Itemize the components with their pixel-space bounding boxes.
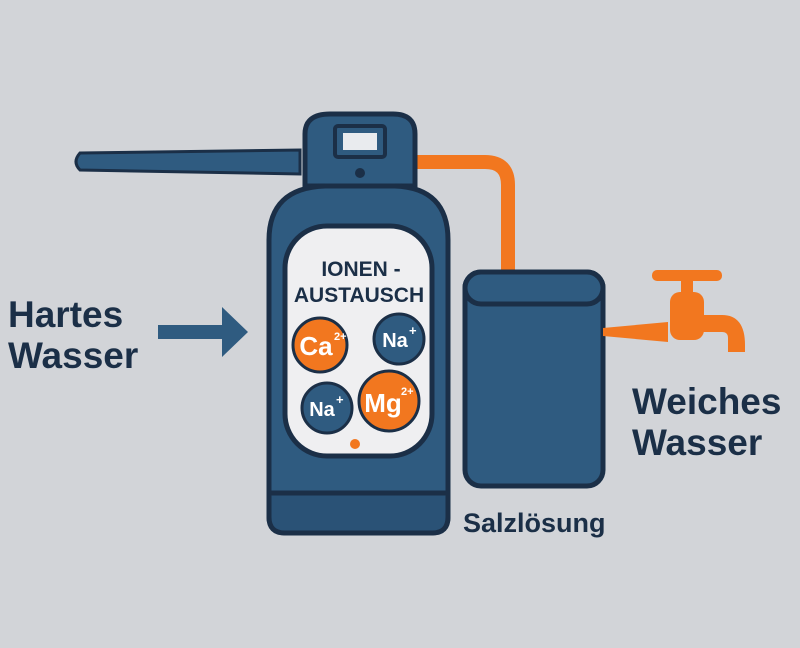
input-label: Hartes Wasser <box>8 294 138 377</box>
ion-mg-symbol: Mg <box>364 388 402 418</box>
flow-arrow-icon <box>158 307 248 357</box>
brine-pipe <box>410 155 515 272</box>
ion-ca-charge: 2+ <box>334 331 347 343</box>
water-tap-icon <box>652 270 745 352</box>
input-label-line2: Wasser <box>8 335 139 377</box>
ion-na-top: Na + <box>372 312 426 366</box>
ion-mg: Mg 2+ <box>357 369 421 433</box>
brine-tank <box>462 269 606 489</box>
tank-title-line2: AUSTAUSCH <box>294 284 424 307</box>
ion-na-bottom-symbol: Na <box>309 399 335 421</box>
ion-na-bottom-charge: + <box>336 392 344 407</box>
output-label: Weiches Wasser <box>632 381 781 464</box>
inlet-pipe <box>74 148 302 176</box>
tank-title-line1: IONEN - <box>321 258 400 281</box>
input-label-line1: Hartes <box>8 294 124 335</box>
ion-ca: Ca 2+ <box>291 316 349 374</box>
ion-ca-symbol: Ca <box>299 331 333 361</box>
brine-label: Salzlösung <box>463 508 606 538</box>
drain-dot <box>350 439 360 449</box>
ion-na-bottom: Na + <box>300 381 354 435</box>
outlet-pipe <box>603 322 668 342</box>
control-head-icon <box>302 111 418 189</box>
ion-na-top-charge: + <box>409 323 417 338</box>
output-label-line2: Wasser <box>632 422 763 464</box>
output-label-line1: Weiches <box>632 381 782 422</box>
ion-na-top-symbol: Na <box>382 330 408 352</box>
ion-mg-charge: 2+ <box>401 386 414 398</box>
